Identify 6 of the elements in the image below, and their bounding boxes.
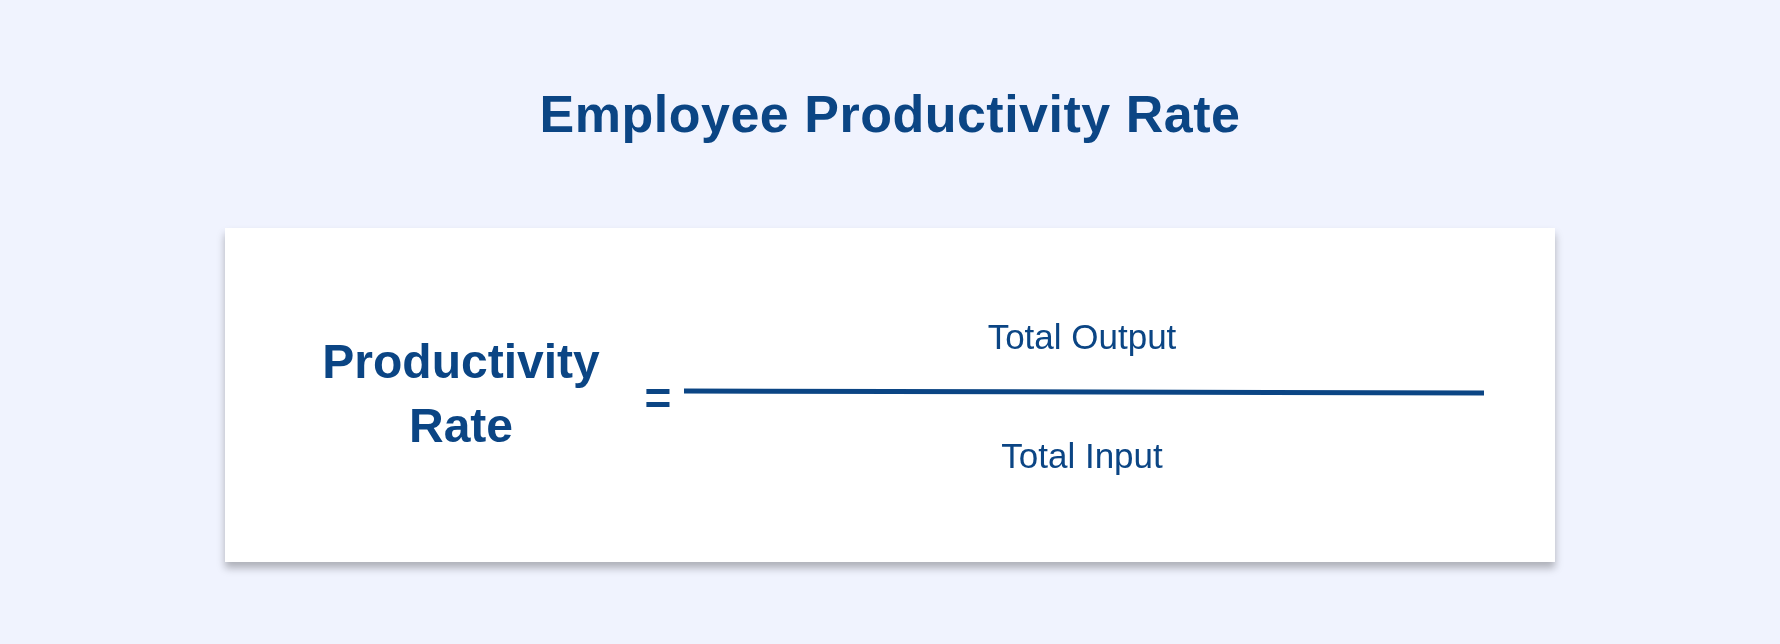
formula-card xyxy=(225,228,1555,562)
formula-term: Productivity Rate xyxy=(321,334,601,454)
denominator-text: Total Input xyxy=(1000,435,1164,477)
equals-sign: = xyxy=(643,373,673,423)
numerator-text: Total Output xyxy=(986,316,1178,358)
title: Employee Productivity Rate xyxy=(539,84,1241,144)
